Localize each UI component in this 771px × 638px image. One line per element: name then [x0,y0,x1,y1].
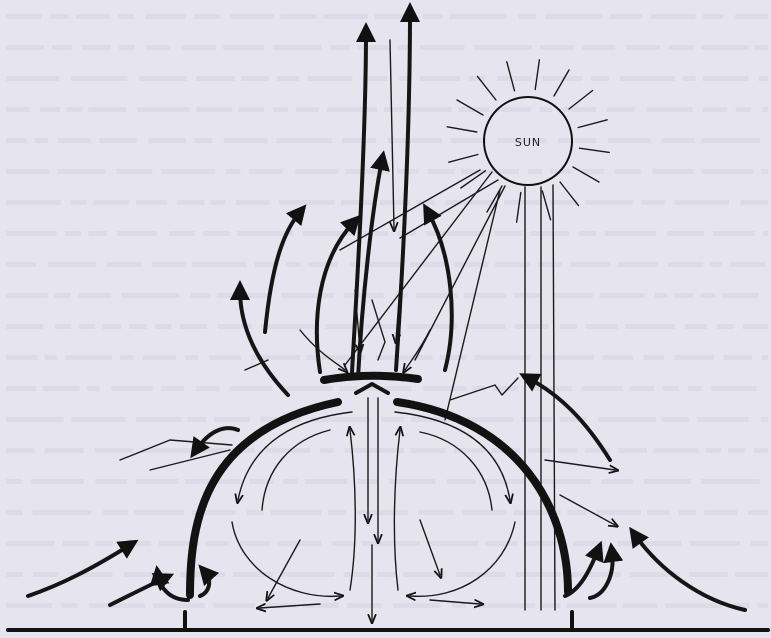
sun-ray [507,62,515,91]
sun-ray [573,167,599,182]
sun-ray [517,193,521,223]
upper-return-flows [245,40,430,370]
sun-ray [535,60,539,90]
sun-ray [449,155,478,163]
sun-ray [542,191,550,220]
heat-dome-outline [190,376,568,595]
rising-plume-arrows [196,12,610,460]
central-downdraft [260,398,480,620]
sun-ray [560,182,579,206]
sun-label: SUN [515,136,541,149]
sun-ray [457,100,483,115]
surface-inflow-arrows [28,535,745,610]
ground-line [8,612,768,630]
sun-ray [447,127,477,132]
sun-ray [554,70,569,96]
sun-ray [569,91,593,110]
sun-ray [578,120,607,128]
sun-ray [580,148,610,152]
sun-ray [478,76,497,100]
